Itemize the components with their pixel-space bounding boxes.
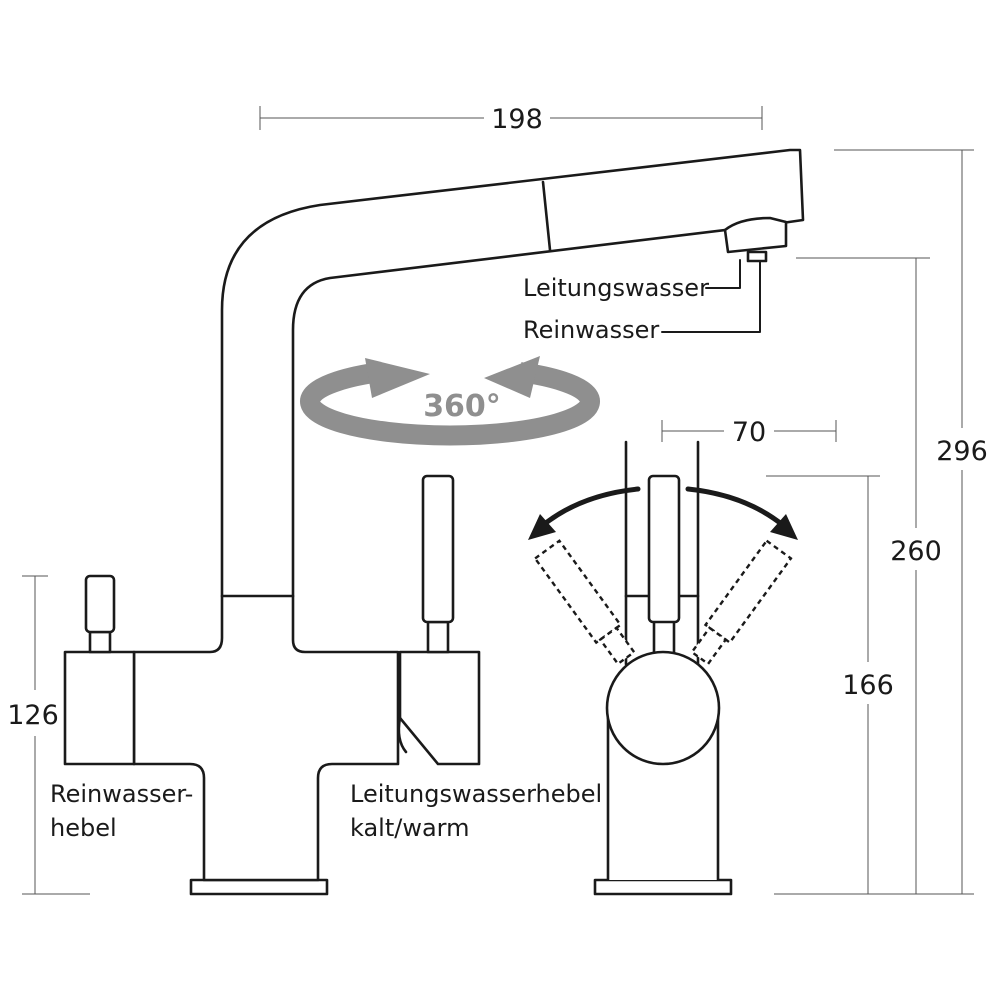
dimension-lines: 198 70 296 260 166 126 <box>7 104 988 895</box>
outlet-head <box>723 216 788 254</box>
tap-water-lever-housing <box>398 650 481 766</box>
dim-lever-height: 166 <box>842 670 894 701</box>
pure-water-nozzle <box>746 250 768 263</box>
swing-arrowhead-left <box>528 514 556 540</box>
tap-water-lever-stem <box>426 620 450 654</box>
side-view: 360° Leitungswasser Reinwasser Reinwasse… <box>50 148 805 896</box>
tap-water-lever-label-line2: kalt/warm <box>350 814 470 842</box>
pure-water-lever-label-line1: Reinwasser- <box>50 780 193 808</box>
rotation-arrowhead-left <box>365 358 430 398</box>
lever-position-right <box>690 539 793 666</box>
pure-water-lever-handle <box>84 574 116 634</box>
dim-outlet-height: 260 <box>890 536 942 567</box>
front-base-plate <box>593 878 733 896</box>
tap-water-label: Leitungswasser <box>523 274 709 302</box>
swing-arc-left <box>539 486 641 529</box>
front-view <box>528 440 798 896</box>
rotation-arrow: 360° <box>300 356 600 446</box>
tap-water-leader <box>705 259 741 289</box>
rotation-label: 360° <box>423 389 501 424</box>
dim-total-height: 296 <box>936 436 988 467</box>
front-lever-hub <box>605 650 721 766</box>
lever-ghost-right-handle <box>703 539 793 645</box>
tap-water-lever-label-line1: Leitungswasserhebel <box>350 780 602 808</box>
dim-lever-width: 70 <box>732 417 766 448</box>
dim-spout-reach: 198 <box>491 104 543 135</box>
lever-ghost-right-stem <box>690 626 728 666</box>
tap-water-lever-handle <box>421 474 455 624</box>
lever-ghost-left-handle <box>533 539 623 645</box>
pure-water-label: Reinwasser <box>523 316 659 344</box>
pure-water-leader <box>661 261 761 333</box>
lever-position-left <box>533 539 636 666</box>
spout-joint-line <box>541 180 552 252</box>
pure-water-lever-label-line2: hebel <box>50 814 117 842</box>
rotation-arc <box>300 362 600 446</box>
swing-arrowhead-right <box>770 514 798 540</box>
pure-water-lever-housing <box>63 650 136 766</box>
swing-arc-right <box>685 486 787 529</box>
dim-filter-lever-height: 126 <box>7 700 59 731</box>
pure-water-lever-stem <box>88 630 112 654</box>
tap-water-lever-curve <box>397 716 408 754</box>
rotation-arrowhead-right <box>484 356 540 398</box>
lever-ghost-left-stem <box>598 626 636 666</box>
base-plate <box>189 878 329 896</box>
front-lever-handle <box>647 474 681 624</box>
faucet-body <box>132 148 805 882</box>
